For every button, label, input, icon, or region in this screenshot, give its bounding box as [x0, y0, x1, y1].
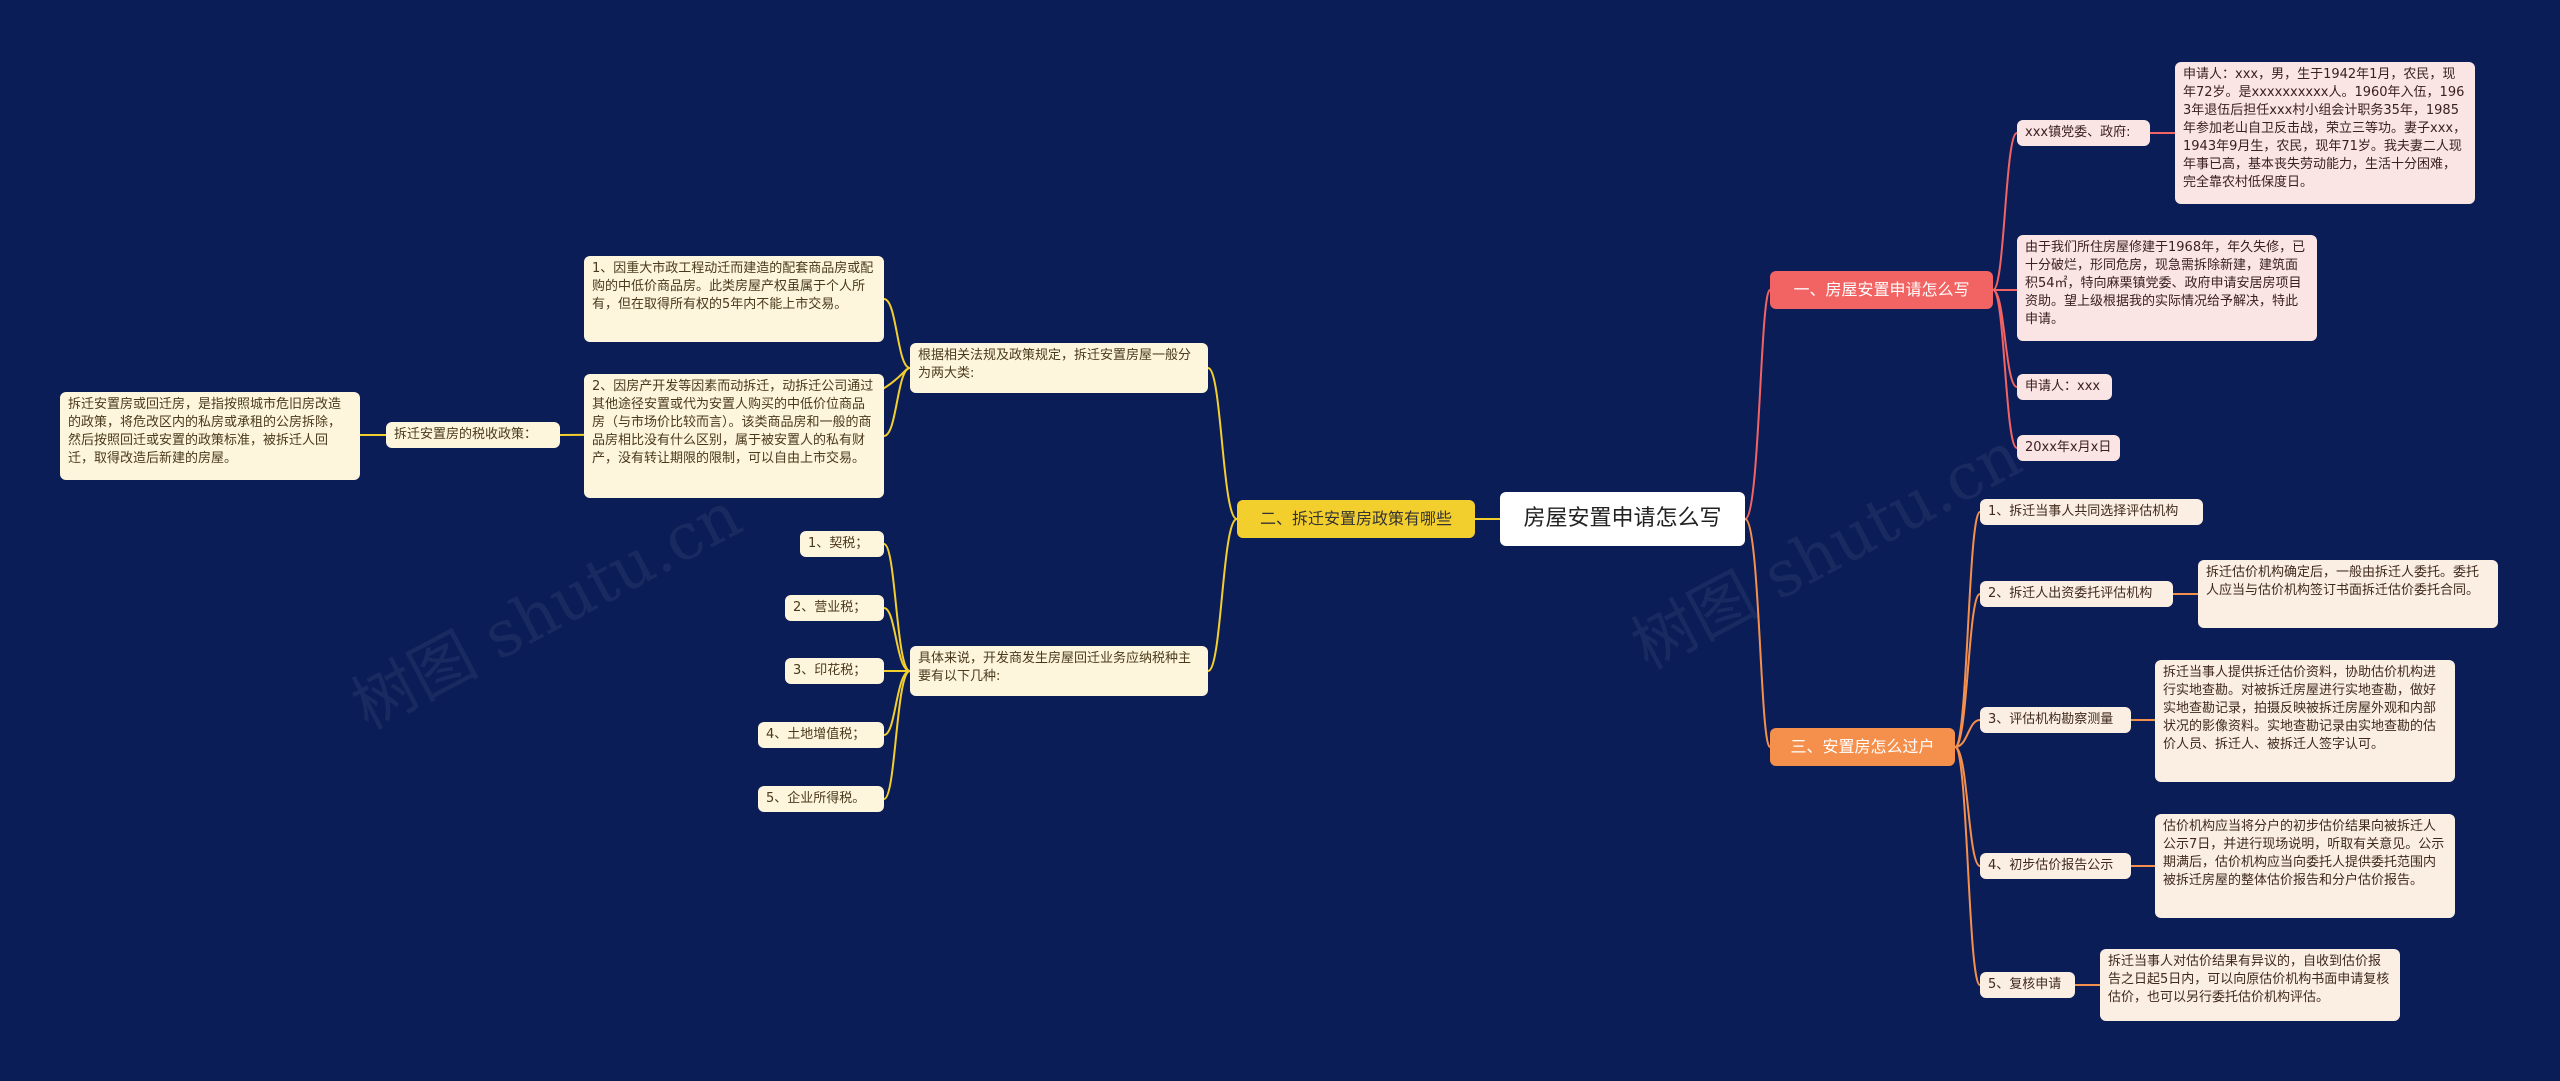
step-2-detail[interactable]: 拆迁估价机构确定后，一般由拆迁人委托。委托人应当与估价机构签订书面拆迁估价委托合…	[2198, 560, 2498, 628]
step-1-node[interactable]: 1、拆迁当事人共同选择评估机构	[1980, 499, 2203, 525]
tax-item-5[interactable]: 5、企业所得税。	[758, 786, 884, 812]
applicant-detail-node[interactable]: 申请人：xxx，男，生于1942年1月，农民，现年72岁。是xxxxxxxxxx…	[2175, 62, 2475, 204]
step-2-node[interactable]: 2、拆迁人出资委托评估机构	[1980, 581, 2173, 607]
category-2-node[interactable]: 2、因房产开发等因素而动拆迁，动拆迁公司通过其他途径安置或代为安置人购买的中低价…	[584, 374, 884, 498]
category-1-node[interactable]: 1、因重大市政工程动迁而建造的配套商品房或配购的中低价商品房。此类房屋产权虽属于…	[584, 256, 884, 342]
policy-categories-node[interactable]: 根据相关法规及政策规定，拆迁安置房屋一般分为两大类:	[910, 343, 1208, 393]
step-5-node[interactable]: 5、复核申请	[1980, 972, 2075, 998]
tax-policy-detail[interactable]: 拆迁安置房或回迁房，是指按照城市危旧房改造的政策，将危改区内的私房或承租的公房拆…	[60, 392, 360, 480]
branch-policy[interactable]: 二、拆迁安置房政策有哪些	[1237, 500, 1475, 538]
branch-application-writing[interactable]: 一、房屋安置申请怎么写	[1770, 271, 1993, 309]
date-node[interactable]: 20xx年x月x日	[2017, 435, 2120, 461]
root-topic[interactable]: 房屋安置申请怎么写	[1500, 492, 1745, 546]
step-3-detail[interactable]: 拆迁当事人提供拆迁估价资料，协助估价机构进行实地查勘。对被拆迁房屋进行实地查勘，…	[2155, 660, 2455, 782]
tax-item-2[interactable]: 2、营业税；	[785, 595, 884, 621]
step-4-node[interactable]: 4、初步估价报告公示	[1980, 853, 2131, 879]
tax-item-1[interactable]: 1、契税；	[800, 531, 884, 557]
tax-policy-node[interactable]: 拆迁安置房的税收政策：	[386, 422, 560, 448]
applicant-signature-node[interactable]: 申请人：xxx	[2017, 374, 2112, 400]
step-4-detail[interactable]: 估价机构应当将分户的初步估价结果向被拆迁人公示7日，并进行现场说明，听取有关意见…	[2155, 814, 2455, 918]
tax-item-4[interactable]: 4、土地增值税；	[758, 722, 884, 748]
addressee-node[interactable]: xxx镇党委、政府:	[2017, 120, 2150, 146]
application-reason-node[interactable]: 由于我们所住房屋修建于1968年，年久失修，已十分破烂，形同危房，现急需拆除新建…	[2017, 235, 2317, 341]
step-5-detail[interactable]: 拆迁当事人对估价结果有异议的，自收到估价报告之日起5日内，可以向原估价机构书面申…	[2100, 949, 2400, 1021]
tax-types-node[interactable]: 具体来说，开发商发生房屋回迁业务应纳税种主要有以下几种:	[910, 646, 1208, 696]
branch-transfer-procedure[interactable]: 三、安置房怎么过户	[1770, 728, 1955, 766]
tax-item-3[interactable]: 3、印花税；	[785, 658, 884, 684]
step-3-node[interactable]: 3、评估机构勘察测量	[1980, 707, 2131, 733]
